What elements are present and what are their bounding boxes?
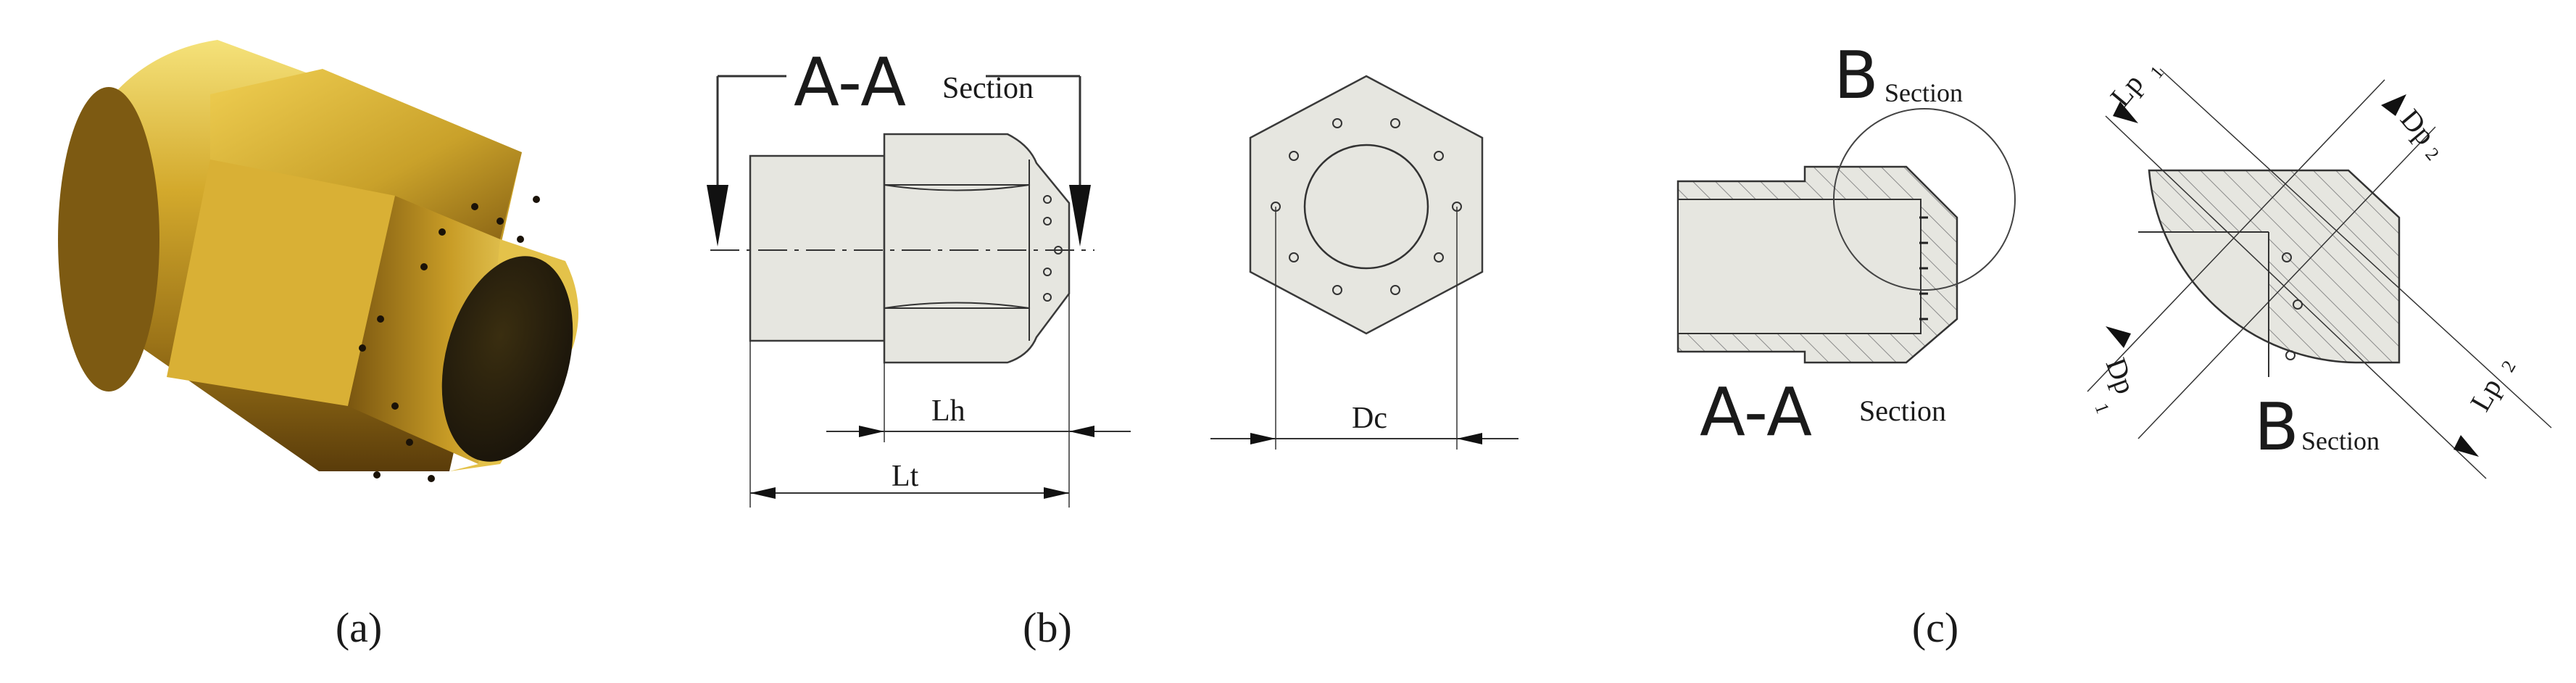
dim-dp2-sub: 2	[2421, 144, 2443, 165]
dim-dc: Dc	[1352, 402, 1387, 435]
end-orifices	[1271, 118, 1462, 295]
panel-c-detail-b: Lp 1 Dp 2 Dp 1 Lp 2 B Section	[2087, 62, 2552, 479]
section-aa-c-big: A-A	[1700, 373, 1812, 451]
nozzle-back-face	[58, 87, 159, 392]
dim-dp1: Dp	[2100, 354, 2143, 398]
nozzle-shank	[749, 154, 886, 342]
detail-orifices	[2282, 252, 2303, 360]
dim-lt: Lt	[892, 460, 919, 493]
nozzle-hex-face-front	[167, 160, 395, 406]
detail-outline	[2148, 169, 2401, 364]
dim-lp1-sub: 1	[2145, 62, 2168, 83]
section-arrow-left	[707, 185, 728, 247]
panel-b-end-view: Dc	[1210, 75, 1518, 450]
b-section-top-big: B	[1834, 38, 1879, 114]
caption-b: (b)	[1023, 604, 1072, 651]
nozzle-hex-face-top	[210, 69, 522, 239]
dim-dp2: Dp	[2394, 103, 2442, 151]
panel-c-section-aa: B Section A-A Section	[1677, 38, 2016, 451]
section-aa-small: Section	[942, 72, 1034, 105]
panel-b-side-view: A-A Section Lh Lt	[707, 44, 1131, 508]
b-section-top-small: Section	[1885, 78, 1963, 107]
detail-bore	[2149, 232, 2269, 363]
dim-lh: Lh	[931, 394, 965, 428]
section-orifice-marks	[1919, 216, 1928, 320]
nozzle-orifice-holes	[359, 196, 540, 482]
dim-dp1-sub: 1	[2090, 400, 2114, 416]
panel-a-render	[58, 40, 578, 482]
section-aa-c-small: Section	[1859, 394, 1946, 427]
b-section-bottom-big: B	[2254, 389, 2299, 465]
dim-lp2-sub: 2	[2497, 357, 2520, 376]
b-section-bottom-small: Section	[2301, 426, 2380, 455]
nozzle-end-cap	[441, 256, 573, 462]
caption-c: (c)	[1912, 604, 1958, 651]
caption-a: (a)	[336, 604, 382, 651]
bore-circle	[1303, 144, 1429, 270]
section-bore	[1677, 199, 1921, 334]
detail-b-circle	[1833, 108, 2016, 291]
section-arrow-right	[1069, 185, 1091, 247]
dim-lp1: Lp	[2103, 67, 2149, 113]
nozzle-hex-body	[883, 133, 1071, 364]
section-aa-big: A-A	[794, 44, 906, 121]
dim-lp2: Lp	[2464, 373, 2508, 417]
